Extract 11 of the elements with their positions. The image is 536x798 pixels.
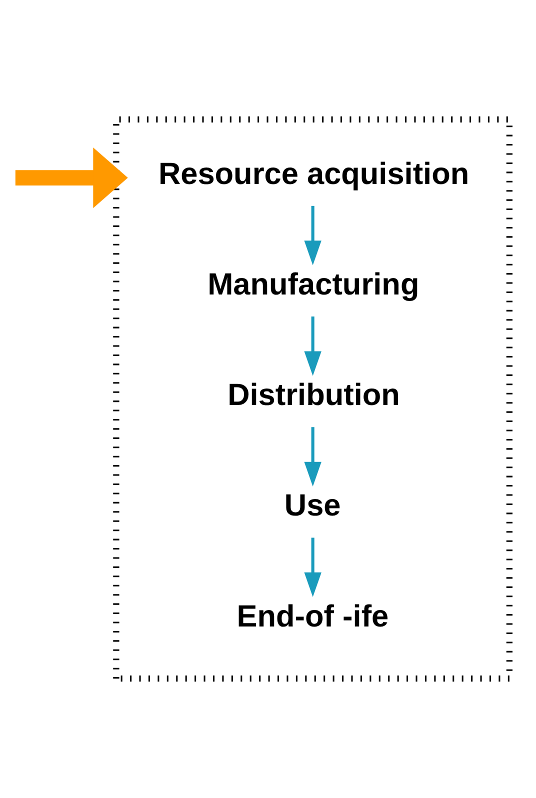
- node-text: Resource acquisition: [158, 156, 470, 191]
- node-text: Use: [284, 488, 341, 523]
- arrow: [304, 427, 322, 486]
- node-text: End-of -ife: [236, 598, 389, 634]
- arrow: [15, 147, 128, 208]
- arrow: [304, 538, 322, 598]
- cluster: [113, 116, 513, 682]
- node-text: Distribution: [228, 377, 400, 412]
- node-text: Manufacturing: [208, 266, 420, 302]
- arrow: [304, 316, 322, 376]
- arrow: [304, 206, 322, 266]
